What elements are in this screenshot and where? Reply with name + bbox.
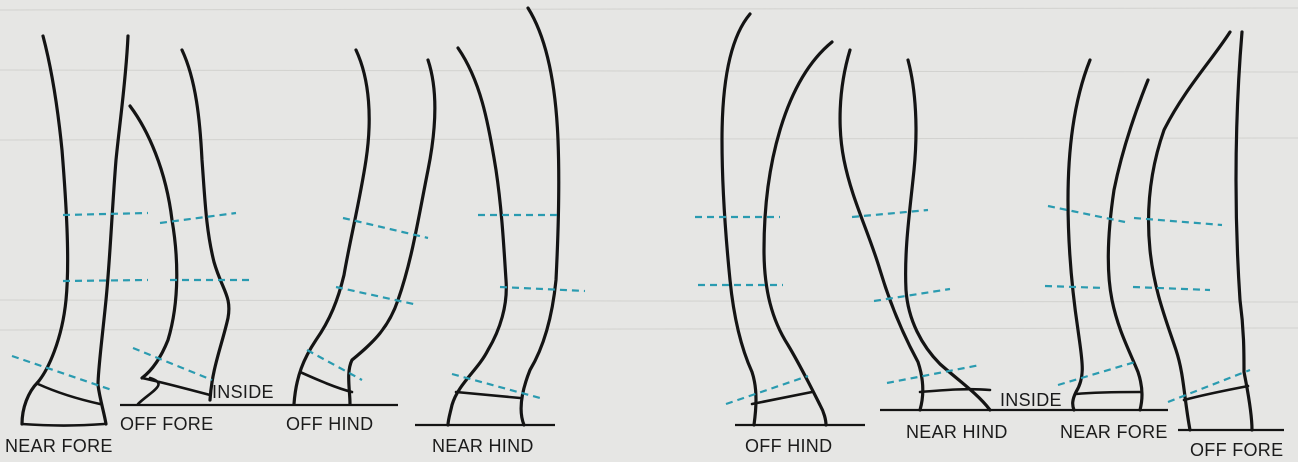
axis-line	[1058, 362, 1135, 385]
label-off-fore: OFF FORE	[120, 414, 213, 434]
axis-line	[852, 210, 928, 217]
label-near-hind: NEAR HIND	[432, 436, 534, 456]
axis-line	[307, 350, 362, 380]
right-group: OFF HIND NEAR HIND INSIDE NEAR FORE OFF …	[695, 14, 1284, 460]
axis-line	[887, 365, 980, 383]
paper-texture	[0, 8, 1298, 330]
axis-line	[12, 356, 112, 390]
left-group: NEAR FORE OFF FORE INSIDE OFF HIND NEAR …	[5, 8, 585, 456]
label-near-fore: NEAR FORE	[1060, 422, 1168, 442]
off-hind-leg	[695, 14, 832, 425]
axis-line	[1048, 206, 1125, 222]
label-off-hind: OFF HIND	[745, 436, 832, 456]
label-near-hind: NEAR HIND	[906, 422, 1008, 442]
label-inside: INSIDE	[1000, 390, 1062, 410]
off-fore-leg	[130, 50, 250, 404]
axis-line	[336, 287, 418, 305]
near-hind-leg	[840, 50, 990, 410]
axis-line	[63, 280, 148, 281]
off-hind-leg	[294, 50, 435, 404]
axis-line	[63, 213, 148, 215]
axis-line	[1133, 287, 1210, 290]
axis-line	[500, 287, 585, 291]
label-off-hind: OFF HIND	[286, 414, 373, 434]
label-off-fore: OFF FORE	[1190, 440, 1283, 460]
off-fore-leg	[1133, 32, 1252, 430]
near-fore-leg	[1045, 60, 1148, 410]
near-fore-leg	[12, 36, 148, 426]
axis-line	[1045, 286, 1105, 288]
label-near-fore: NEAR FORE	[5, 436, 113, 456]
label-inside: INSIDE	[212, 382, 274, 402]
